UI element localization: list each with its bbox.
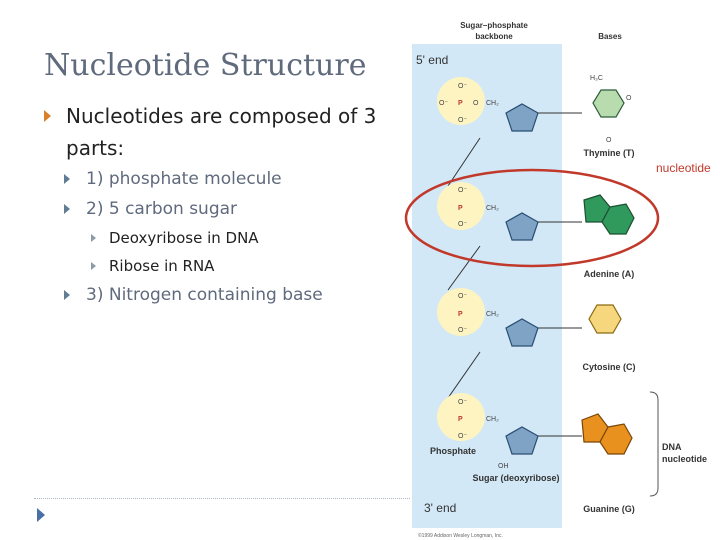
nucleotide-highlight-ellipse [404, 168, 660, 268]
atom-CH2: CH₂ [486, 416, 499, 423]
guanine-ring [599, 423, 633, 455]
bullet-arrow-icon [91, 234, 96, 242]
phosphate-label: Phosphate [430, 446, 476, 456]
dna-nucleotide-bracket [649, 391, 659, 497]
nucleotide-unit-cytosine: O⁻ P O⁻ CH₂ Cytosine (C) [437, 288, 636, 372]
footer-divider [34, 498, 410, 499]
three-prime-end-label: 3' end [424, 501, 456, 515]
nucleotide-unit-guanine: O⁻ P O⁻ CH₂ OH Phosphate Sugar (deoxyrib… [430, 393, 635, 514]
phosphate-group [437, 288, 485, 336]
bullet-text: Ribose in RNA [109, 257, 215, 275]
dna-nucleotide-label-line2: nucleotide [662, 454, 707, 464]
bullet-arrow-icon [64, 174, 70, 184]
five-prime-end-label: 5' end [416, 53, 448, 67]
bullet-text: 3) Nitrogen containing base [86, 285, 323, 305]
bullet-text: 2) 5 carbon sugar [86, 199, 238, 219]
nucleotide-unit-thymine: O⁻ O⁻ P O⁻ O CH₂ H₃C O O Thymine (T) [437, 75, 635, 158]
base-name-thymine: Thymine (T) [584, 148, 635, 158]
phosphate-group [437, 393, 485, 441]
bullet-text: Nucleotides are composed of 3 parts: [66, 104, 377, 160]
phosphate-group [437, 77, 485, 125]
sugar-label: Sugar (deoxyribose) [472, 473, 559, 483]
nucleotide-unit-adenine: O⁻ P O⁻ CH₂ Adenine (A) nucleotide [404, 161, 711, 279]
atom-P: P [458, 311, 463, 318]
atom-CH2: CH₂ [486, 100, 499, 107]
bullet-level2: 2) 5 carbon sugar [44, 194, 404, 224]
atom-O-minus: O⁻ [458, 327, 467, 334]
atom-O-minus: O⁻ [458, 399, 467, 406]
bullet-arrow-icon [91, 262, 96, 270]
next-slide-icon[interactable] [37, 508, 45, 522]
atom-O-minus: O⁻ [458, 83, 467, 90]
base-name-cytosine: Cytosine (C) [582, 362, 635, 372]
backbone-link [447, 137, 481, 187]
atom-O-minus: O⁻ [458, 187, 467, 194]
deoxyribose-sugar [505, 212, 539, 241]
bullet-level1: Nucleotides are composed of 3 parts: [44, 100, 404, 164]
deoxyribose-sugar [505, 103, 539, 132]
atom-O: O [473, 100, 479, 107]
bullet-level2: 3) Nitrogen containing base [44, 280, 404, 310]
atom-P: P [458, 100, 463, 107]
atom-O-minus: O⁻ [458, 293, 467, 300]
atom-H3C: H₃C [590, 75, 603, 82]
bullet-text: 1) phosphate molecule [86, 169, 282, 189]
phosphate-group [437, 182, 485, 230]
adenine-ring [601, 203, 635, 235]
atom-O: O [626, 95, 632, 102]
backbone-header-line1: Sugar–phosphate [460, 21, 528, 30]
atom-CH2: CH₂ [486, 205, 499, 212]
bullet-arrow-icon [64, 290, 70, 300]
atom-O-minus: O⁻ [439, 100, 448, 107]
nucleotide-label: nucleotide [656, 161, 711, 175]
slide-title: Nucleotide Structure [44, 48, 367, 83]
thymine-ring [592, 89, 625, 118]
bullet-level2: 1) phosphate molecule [44, 164, 404, 194]
bullet-text: Deoxyribose in DNA [109, 229, 259, 247]
atom-P: P [458, 205, 463, 212]
bases-header: Bases [598, 32, 622, 41]
atom-CH2: CH₂ [486, 311, 499, 318]
bullet-arrow-icon [44, 110, 51, 122]
atom-OH: OH [498, 463, 509, 470]
base-name-adenine: Adenine (A) [584, 269, 635, 279]
nucleotide-figure: Sugar–phosphate backbone Bases 5' end 3'… [404, 21, 711, 539]
bullet-level3: Deoxyribose in DNA [44, 224, 404, 252]
bullet-arrow-icon [64, 204, 70, 214]
backbone-link [447, 351, 481, 399]
deoxyribose-sugar [505, 318, 539, 347]
bullet-list: Nucleotides are composed of 3 parts: 1) … [44, 100, 404, 310]
atom-O-minus: O⁻ [458, 433, 467, 440]
atom-O-minus: O⁻ [458, 117, 467, 124]
backbone-header-line2: backbone [475, 32, 513, 41]
cytosine-ring [588, 304, 622, 334]
copyright-text: ©1999 Addison Wesley Longman, Inc. [418, 532, 503, 539]
bullet-level3: Ribose in RNA [44, 252, 404, 280]
atom-O: O [606, 137, 612, 144]
backbone-band [412, 44, 562, 528]
atom-O-minus: O⁻ [458, 221, 467, 228]
base-name-guanine: Guanine (G) [583, 504, 635, 514]
dna-nucleotide-label-line1: DNA [662, 442, 682, 452]
deoxyribose-sugar [505, 426, 539, 455]
atom-P: P [458, 416, 463, 423]
backbone-link [447, 245, 481, 291]
